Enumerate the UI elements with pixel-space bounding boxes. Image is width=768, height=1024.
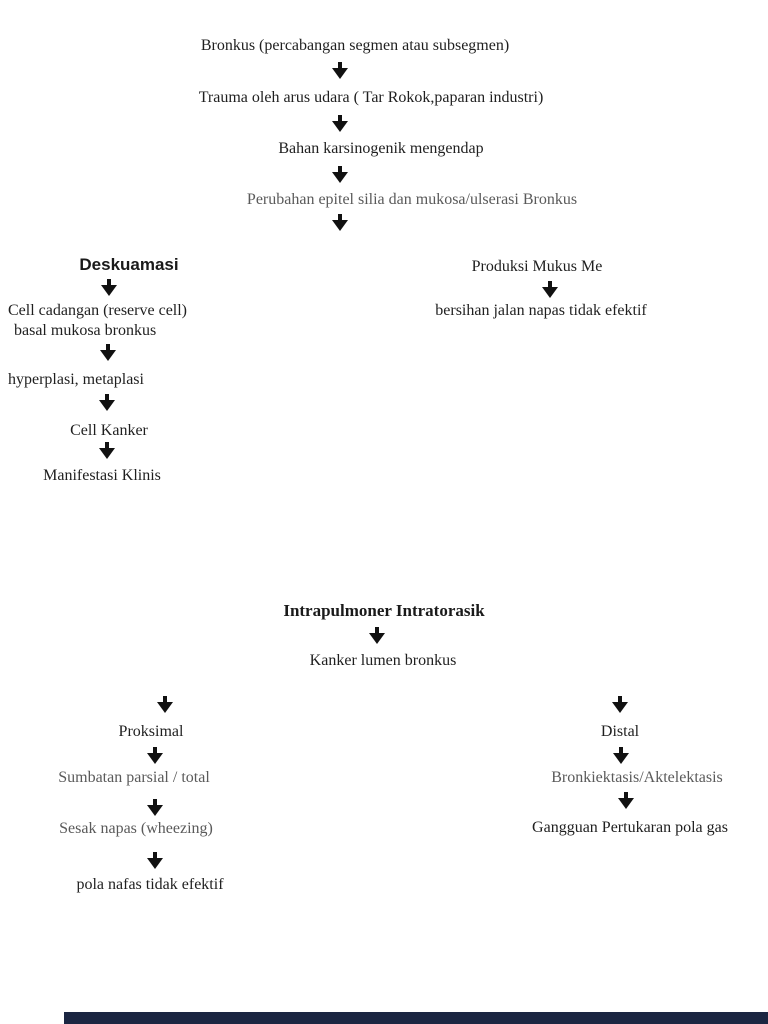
arrow-down-icon [369, 627, 385, 644]
node-cell-cadangan: Cell cadangan (reserve cell) basal mukos… [8, 301, 187, 341]
node-produksi-mukus: Produksi Mukus Me [471, 258, 603, 275]
arrow-down-icon [332, 62, 348, 79]
node-bronkus: Bronkus (percabangan segmen atau subsegm… [200, 37, 510, 54]
arrow-down-icon [147, 747, 163, 764]
arrow-down-icon [99, 394, 115, 411]
arrow-down-icon [613, 747, 629, 764]
node-cell-kanker: Cell Kanker [70, 422, 148, 439]
node-deskuamasi-title: Deskuamasi [79, 255, 179, 274]
node-hyperplasi: hyperplasi, metaplasi [8, 371, 144, 388]
arrow-down-icon [618, 792, 634, 809]
node-pola-nafas: pola nafas tidak efektif [76, 876, 224, 893]
node-sumbatan-parsial: Sumbatan parsial / total [58, 769, 210, 786]
arrow-down-icon [147, 852, 163, 869]
node-manifestasi-klinis: Manifestasi Klinis [43, 467, 161, 484]
node-cell-cadangan-line1: Cell cadangan (reserve cell) [8, 302, 188, 319]
next-page-edge-bar [64, 1012, 768, 1024]
node-bersihan-jalan-napas: bersihan jalan napas tidak efektif [435, 302, 647, 319]
node-sesak-napas: Sesak napas (wheezing) [59, 820, 213, 837]
arrow-down-icon [101, 279, 117, 296]
arrow-down-icon [157, 696, 173, 713]
arrow-down-icon [332, 115, 348, 132]
arrow-down-icon [542, 281, 558, 298]
node-gangguan-pertukaran: Gangguan Pertukaran pola gas [532, 819, 728, 836]
arrow-down-icon [332, 214, 348, 231]
node-bahan-karsinogenik: Bahan karsinogenik mengendap [278, 140, 484, 157]
node-cell-cadangan-line2: basal mukosa bronkus [14, 322, 157, 339]
arrow-down-icon [147, 799, 163, 816]
arrow-down-icon [100, 344, 116, 361]
arrow-down-icon [99, 442, 115, 459]
node-kanker-lumen-bronkus: Kanker lumen bronkus [309, 652, 457, 669]
node-bronkiektasis: Bronkiektasis/Aktelektasis [551, 769, 723, 786]
node-perubahan-epitel: Perubahan epitel silia dan mukosa/ulsera… [246, 191, 578, 208]
arrow-down-icon [612, 696, 628, 713]
node-distal-title: Distal [600, 723, 640, 740]
arrow-down-icon [332, 166, 348, 183]
node-trauma-arus-udara: Trauma oleh arus udara ( Tar Rokok,papar… [198, 89, 544, 106]
node-intrapulmoner-title: Intrapulmoner Intratorasik [283, 601, 485, 620]
node-proksimal-title: Proksimal [118, 723, 184, 740]
